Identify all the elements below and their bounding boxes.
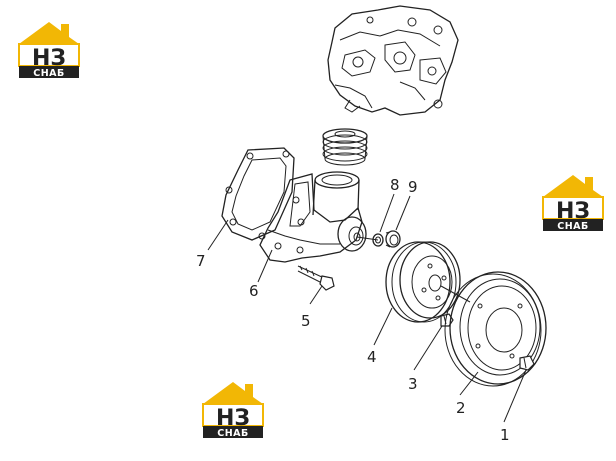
engine-housing: [327, 5, 459, 116]
bolt-5: [297, 265, 335, 291]
logo-sub-text: СНАБ: [557, 221, 589, 232]
callout-2: 2: [456, 399, 466, 417]
callout-9: 9: [408, 178, 418, 196]
brand-logo-bottom: НЗ СНАБ: [202, 381, 264, 439]
callout-7: 7: [196, 252, 206, 270]
seal-bushing: [385, 230, 401, 248]
callout-4: 4: [367, 348, 377, 366]
gasket: [221, 147, 295, 241]
callout-5: 5: [301, 312, 311, 330]
leader-lines: [207, 193, 527, 423]
callout-8: 8: [390, 176, 400, 194]
logo-main-text: НЗ: [556, 199, 590, 224]
brand-logo-right: НЗ СНАБ: [542, 174, 604, 232]
logo-sub-text: СНАБ: [217, 428, 249, 439]
callout-labels: 1 2 3 4 5 6 7 8 9: [196, 176, 510, 444]
logo-sub-text: СНАБ: [33, 68, 65, 79]
pulley: [444, 271, 547, 387]
bolt-1: [519, 355, 535, 371]
logo-main-text: НЗ: [216, 406, 250, 431]
brand-logo-top-left: НЗ СНАБ: [18, 21, 80, 79]
pulley-hub: [385, 241, 471, 323]
thermostat-spring: [322, 128, 368, 166]
callout-3: 3: [408, 375, 418, 393]
water-pump-body: [259, 171, 379, 263]
logo-main-text: НЗ: [32, 46, 66, 71]
seal-ring: [372, 233, 384, 247]
callout-6: 6: [249, 282, 259, 300]
callout-1: 1: [500, 426, 510, 444]
